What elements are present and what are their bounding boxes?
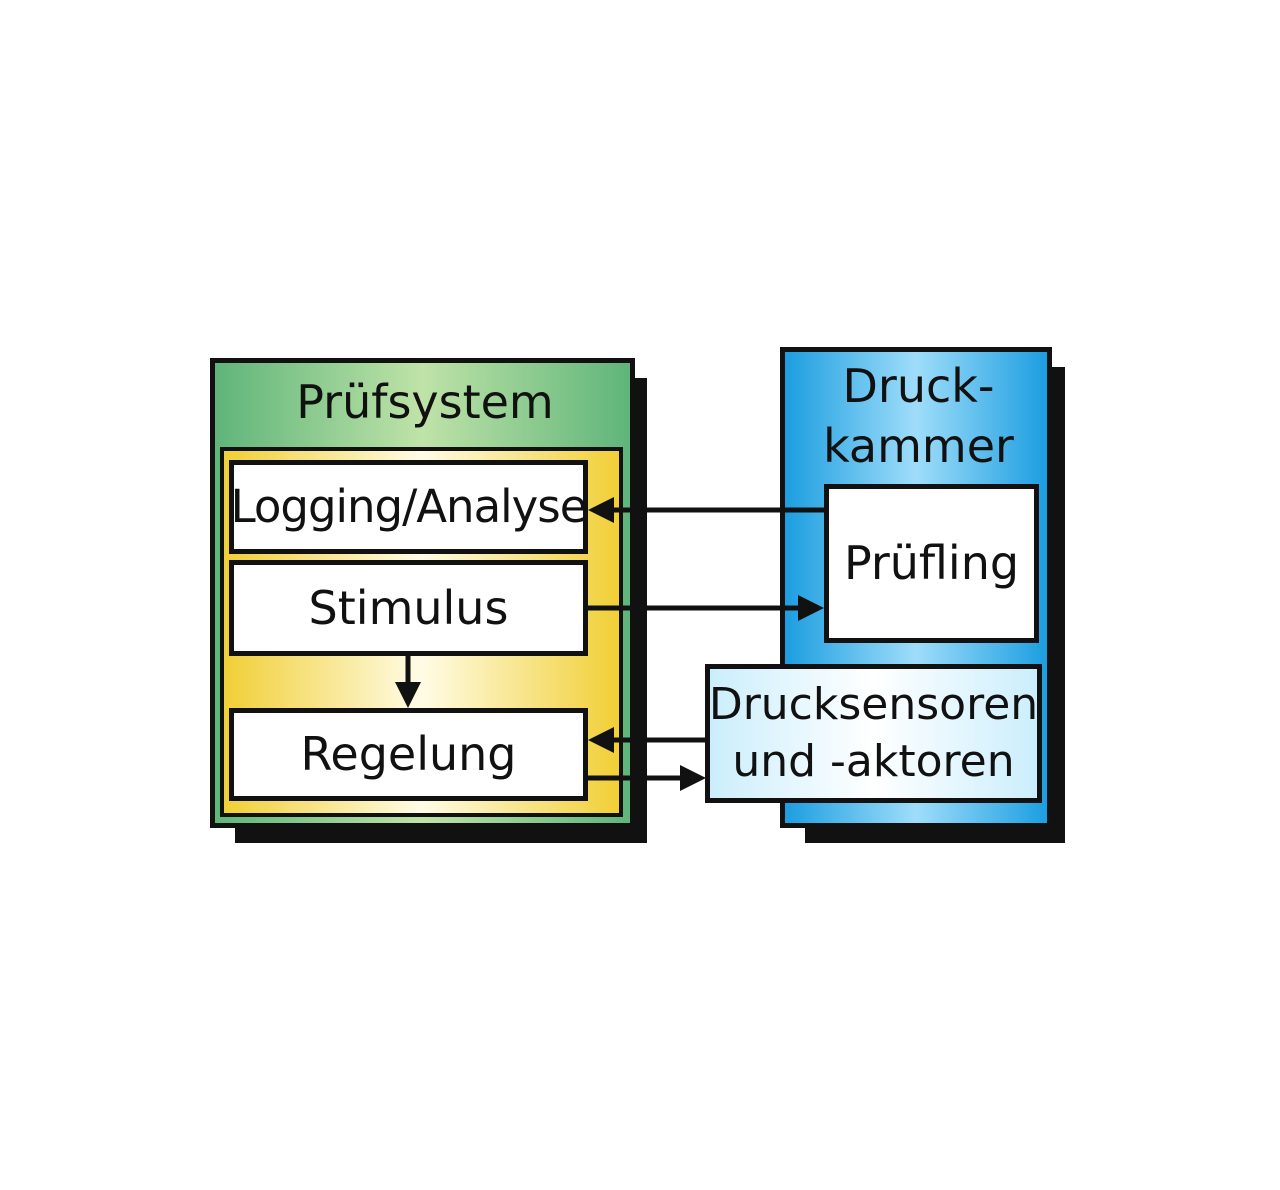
stimulus-box: Stimulus — [229, 560, 588, 656]
pruefsystem-title: Prüfsystem — [296, 375, 554, 429]
regelung-box: Regelung — [229, 708, 588, 801]
pruefling-box: Prüfling — [824, 484, 1039, 643]
drucksensoren-box: Drucksensoren und -aktoren — [705, 664, 1042, 803]
logging-analyse-box: Logging/Analyse — [229, 460, 588, 554]
arrowhead-regelung-top — [395, 682, 421, 708]
arrowhead-pruefling — [798, 595, 824, 621]
arrowhead-logging — [588, 497, 614, 523]
arrowhead-sensoren — [680, 765, 706, 791]
druckkammer-title: Druck- kammer — [823, 359, 1014, 473]
arrowhead-regelung-right — [588, 727, 614, 753]
